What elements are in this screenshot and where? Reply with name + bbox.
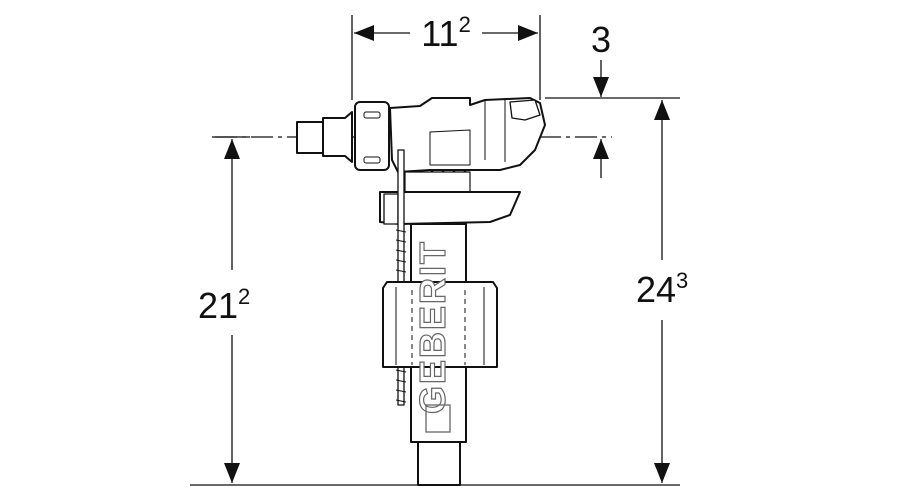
dimension-lines — [190, 15, 680, 486]
outlet-tube — [417, 441, 461, 486]
float-cup — [379, 191, 521, 225]
dimension-width: 112 — [421, 12, 471, 54]
dimension-height-left: 212 — [198, 284, 250, 326]
inlet-thread — [296, 121, 324, 154]
svg-text:GEBERIT: GEBERIT — [412, 240, 453, 414]
dimension-offset: 3 — [591, 19, 611, 60]
upper-tube — [410, 223, 467, 285]
dimension-height-right: 243 — [636, 268, 688, 310]
coupling-nut — [354, 101, 390, 171]
geberit-logo: GEBERIT — [411, 239, 454, 433]
threaded-rod — [397, 149, 405, 406]
fill-valve — [296, 97, 546, 486]
inlet-fitting — [322, 111, 353, 163]
